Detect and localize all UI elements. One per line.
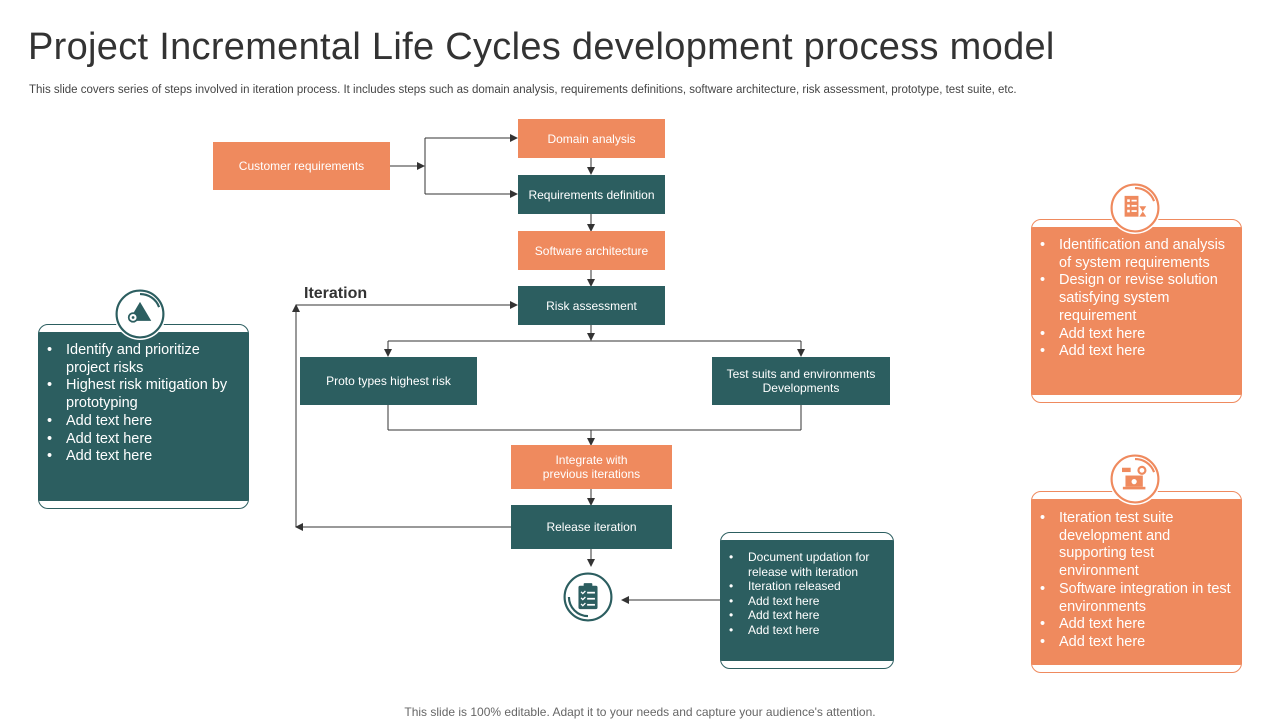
list-item: Highest risk mitigation by prototyping [47, 377, 239, 412]
test-suits-box: Test suits and environments Developments [712, 357, 890, 405]
left-info-card: Identify and prioritize project risks Hi… [38, 324, 249, 509]
slide-title: Project Incremental Life Cycles developm… [28, 26, 1055, 68]
checklist-hourglass-icon [1109, 182, 1161, 234]
customer-requirements-box: Customer requirements [213, 142, 390, 190]
list-item: Iteration released [729, 579, 884, 594]
release-iteration-box: Release iteration [511, 505, 672, 549]
list-item: Add text here [1040, 343, 1232, 361]
gear-triangle-icon [114, 288, 166, 340]
right-bottom-card-list: Iteration test suite development and sup… [1040, 510, 1232, 652]
right-top-info-card: Identification and analysis of system re… [1031, 219, 1242, 403]
list-item: Design or revise solution satisfying sys… [1040, 272, 1232, 325]
right-bottom-info-card: Iteration test suite development and sup… [1031, 491, 1242, 673]
list-item: Add text here [47, 413, 239, 431]
integrate-iterations-box: Integrate with previous iterations [511, 445, 672, 489]
list-item: Add text here [47, 431, 239, 449]
right-top-card-list: Identification and analysis of system re… [1040, 237, 1232, 361]
list-item: Identification and analysis of system re… [1040, 237, 1232, 272]
bottom-card-list: Document updation for release with itera… [729, 550, 884, 638]
risk-assessment-box: Risk assessment [518, 286, 665, 325]
software-architecture-box: Software architecture [518, 231, 665, 270]
list-item: Add text here [729, 623, 884, 638]
list-item: Add text here [729, 608, 884, 623]
bottom-info-card: Document updation for release with itera… [720, 532, 894, 669]
slide-subtitle: This slide covers series of steps involv… [29, 84, 1017, 96]
list-item: Software integration in test environment… [1040, 581, 1232, 616]
prototypes-box: Proto types highest risk [300, 357, 477, 405]
clipboard-icon [562, 571, 614, 623]
left-card-list: Identify and prioritize project risks Hi… [47, 342, 239, 466]
requirements-definition-box: Requirements definition [518, 175, 665, 214]
list-item: Document updation for release with itera… [729, 550, 884, 579]
domain-analysis-box: Domain analysis [518, 119, 665, 158]
list-item: Add text here [1040, 326, 1232, 344]
slide-footer: This slide is 100% editable. Adapt it to… [404, 705, 876, 719]
list-item: Add text here [1040, 634, 1232, 652]
list-item: Identify and prioritize project risks [47, 342, 239, 377]
list-item: Add text here [47, 448, 239, 466]
list-item: Add text here [1040, 616, 1232, 634]
list-item: Iteration test suite development and sup… [1040, 510, 1232, 581]
list-item: Add text here [729, 594, 884, 609]
iteration-label: Iteration [304, 285, 368, 302]
laptop-gear-icon [1109, 453, 1161, 505]
